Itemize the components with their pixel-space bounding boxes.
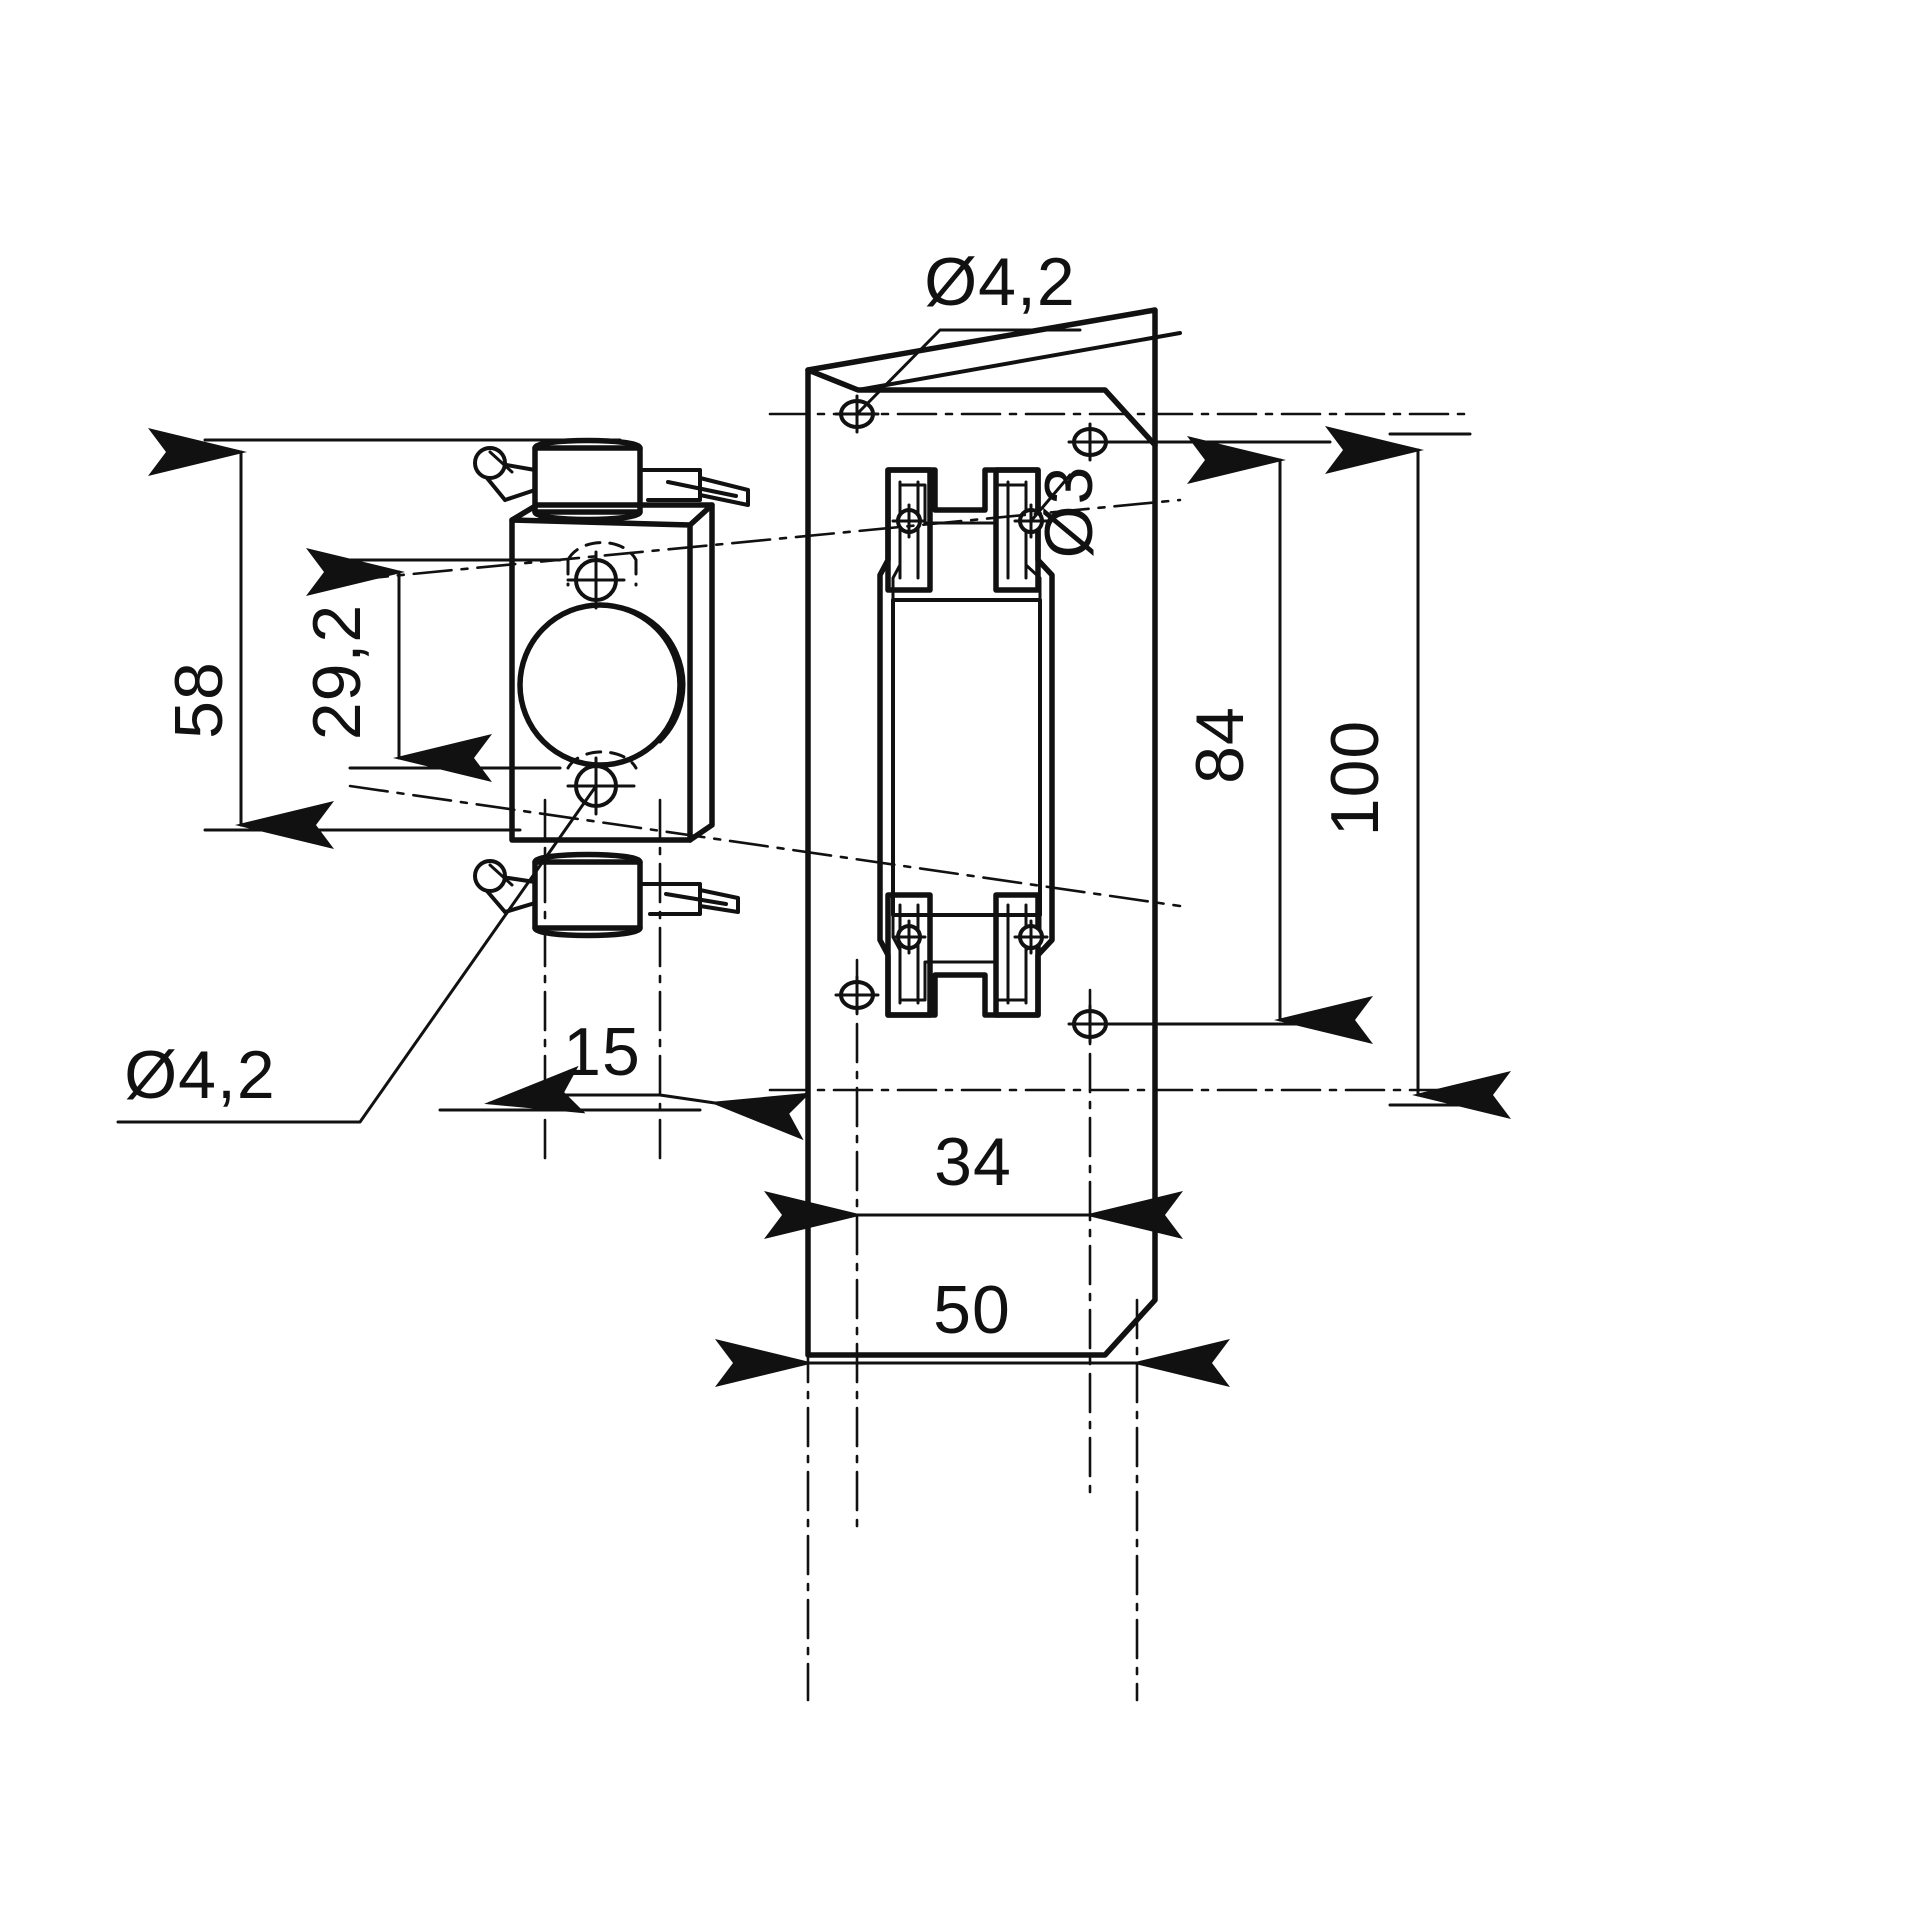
mounting-plate-body: [805, 307, 1182, 1358]
dimension-50: 50: [715, 1272, 1230, 1387]
callout-side-hole: Ø3: [1029, 466, 1107, 559]
center-lines: [348, 412, 1472, 1702]
callout-top-hole: Ø4,2: [855, 244, 1082, 416]
callout-bottom-label: Ø4,2: [124, 1037, 275, 1113]
dimension-84: 84: [1088, 436, 1373, 1044]
dim-84-label: 84: [1182, 706, 1258, 784]
dimension-100: 100: [1317, 426, 1511, 1119]
dim-15-label: 15: [563, 1014, 641, 1090]
dim-50-label: 50: [933, 1272, 1011, 1348]
dim-100-label: 100: [1317, 720, 1393, 836]
dimension-15: 15: [484, 1014, 811, 1141]
dimension-58: 58: [148, 428, 334, 849]
sensor-lower: [473, 851, 740, 939]
dim-34-label: 34: [934, 1124, 1012, 1200]
callout-top-label: Ø4,2: [924, 244, 1075, 320]
dimension-29-2: 29,2: [299, 548, 492, 782]
dim-58-label: 58: [161, 661, 237, 739]
callout-bottom-hole: Ø4,2: [116, 784, 598, 1124]
dimension-34: 34: [764, 1124, 1183, 1239]
plate-clip-holes: [891, 503, 1049, 955]
dim-29-2-label: 29,2: [299, 604, 375, 740]
callout-side-label: Ø3: [1031, 466, 1107, 559]
plate-clip-lower: [885, 892, 1041, 1018]
